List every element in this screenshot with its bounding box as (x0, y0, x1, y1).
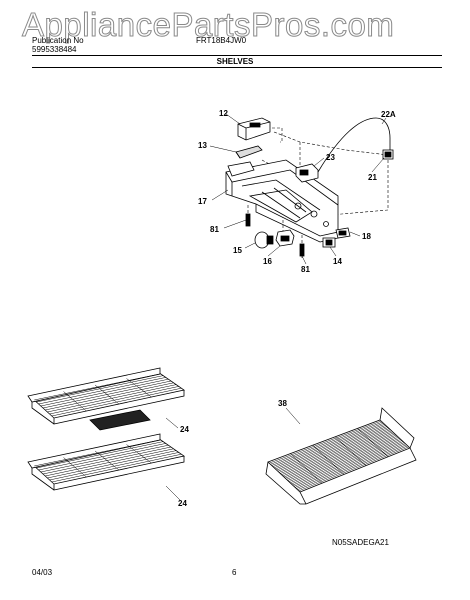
section-title: SHELVES (216, 57, 254, 66)
model-number: FRT18B4JW0 (196, 36, 247, 45)
wire-rod (280, 430, 392, 474)
callout-24-lower: 24 (178, 499, 187, 508)
basket-leader-line (285, 407, 301, 425)
wire-rod (297, 445, 408, 490)
wire-rod (269, 420, 382, 464)
wire-rod (126, 378, 152, 398)
wire-rod (288, 438, 400, 482)
publication-number: 5995338484 (32, 45, 77, 54)
callout-18: 18 (362, 232, 371, 241)
wire-rod (283, 433, 396, 478)
wire-rod (312, 445, 345, 475)
callout-22a: 22A (381, 110, 396, 119)
callout-15: 15 (233, 246, 242, 255)
part-81-screw-lower (299, 243, 305, 257)
wire-rod (296, 444, 407, 489)
shelf-leader-lines (165, 417, 181, 501)
part-21-sensor-clip (382, 149, 394, 160)
callout-21: 21 (368, 173, 377, 182)
wire-rod (278, 429, 391, 473)
header-rule-bottom (32, 67, 442, 68)
callout-13: 13 (198, 141, 207, 150)
diagram-code: N05SADEGA21 (332, 538, 389, 547)
callout-81-lower: 81 (301, 265, 310, 274)
wire-rod (290, 439, 401, 484)
part-14-switch (322, 237, 336, 248)
callout-24-upper: 24 (180, 425, 189, 434)
part-81-screw-upper (245, 213, 251, 227)
part-17-housing (225, 159, 339, 243)
wire-rod (357, 428, 389, 457)
wire-rod (281, 431, 393, 475)
wire-basket (265, 407, 417, 505)
wire-rod (287, 436, 399, 481)
wire-rod (271, 422, 384, 466)
watermark-logo: AppliancePartsPros.com (22, 6, 395, 44)
wire-rod (298, 446, 409, 492)
callout-leader-lines (209, 113, 387, 265)
wire-rod (290, 453, 323, 484)
callout-12: 12 (219, 109, 228, 118)
wire-rod (285, 434, 397, 479)
callout-17: 17 (198, 197, 207, 206)
wire-rod (272, 424, 385, 467)
wire-rod (94, 384, 120, 405)
callout-81-upper: 81 (210, 225, 219, 234)
callout-38: 38 (278, 399, 287, 408)
wire-rod (335, 436, 367, 466)
wire-rod (275, 426, 388, 470)
callout-23: 23 (326, 153, 335, 162)
part-22a-capillary-tube (317, 117, 391, 173)
crisper-cover-assembly (209, 113, 394, 265)
part-12-control-cover (237, 117, 271, 141)
publication-label: Publication No (32, 36, 84, 45)
wire-rod (126, 444, 152, 464)
footer-page-number: 6 (232, 568, 237, 577)
wire-rod (282, 432, 394, 477)
wire-shelf-upper (27, 367, 185, 431)
wire-rod (294, 443, 406, 488)
wire-rod (63, 391, 87, 412)
header-rule-top (32, 55, 442, 56)
wire-rod (286, 435, 398, 480)
wire-rod (63, 457, 87, 478)
wire-rod (292, 441, 404, 486)
callout-14: 14 (333, 257, 342, 266)
part-23-thermostat (295, 163, 319, 183)
wire-rod (291, 440, 403, 485)
part-16-lamp-socket (275, 229, 295, 247)
callout-16: 16 (263, 257, 272, 266)
wire-rod (293, 442, 405, 487)
part-13-damper-plate (235, 145, 263, 159)
wire-shelf-lower (27, 433, 185, 491)
part-15-light-bulb (254, 231, 274, 249)
wire-rod (274, 425, 386, 469)
wire-rod (270, 421, 383, 465)
part-18-connector (335, 227, 351, 239)
wire-rod (277, 428, 390, 472)
footer-date: 04/03 (32, 568, 53, 577)
wire-rod (276, 427, 389, 471)
wire-rod (94, 450, 120, 471)
